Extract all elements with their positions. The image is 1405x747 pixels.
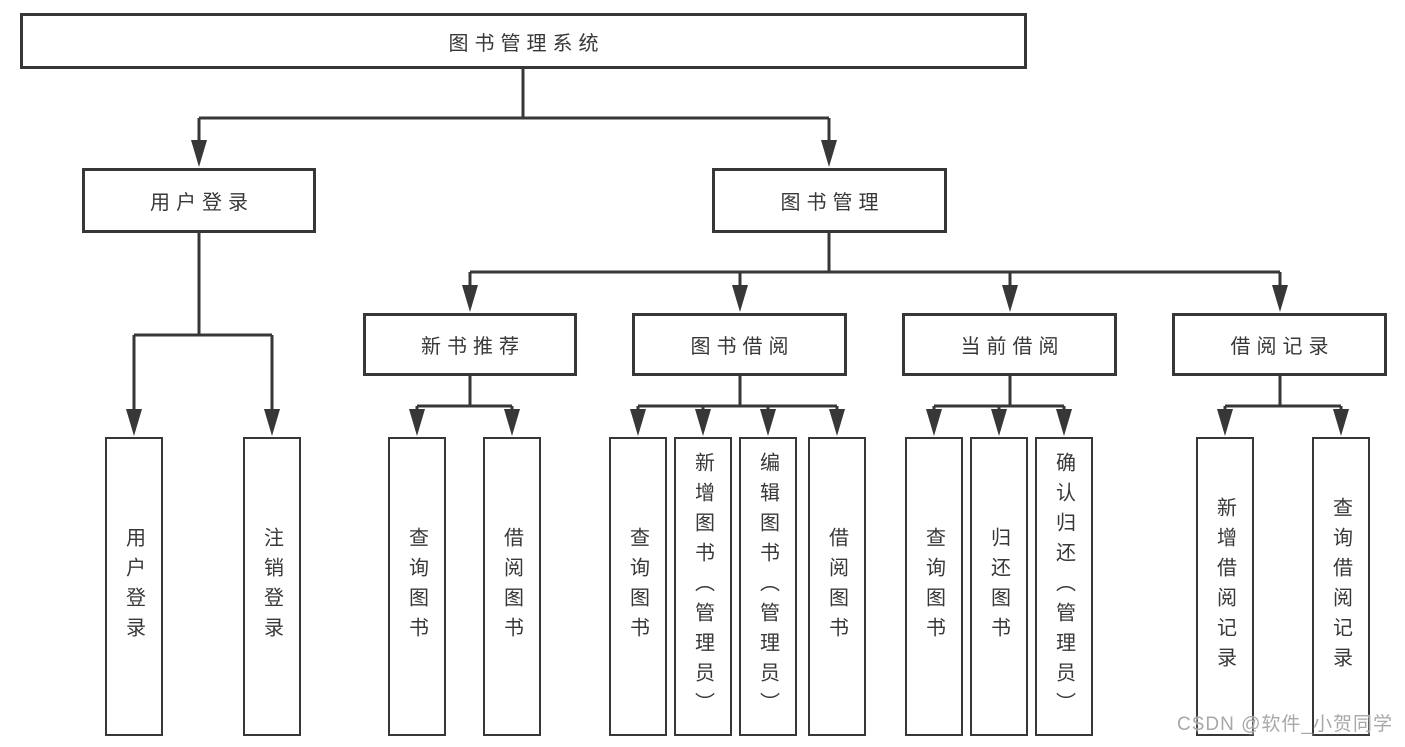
edge-line — [636, 376, 839, 411]
edge-line — [932, 376, 1066, 411]
node-query-books-current: 查询图书 — [905, 437, 963, 736]
edges-book-borrow-children — [630, 376, 845, 436]
arrowhead-icon — [1056, 409, 1072, 436]
watermark-text: CSDN @软件_小贺同学 — [1177, 714, 1393, 735]
node-query-borrow-record: 查询借阅记录 — [1312, 437, 1370, 736]
edge-line — [197, 69, 831, 141]
node-new-book-recommend: 新书推荐 — [363, 313, 577, 376]
edges-current-borrow-children — [926, 376, 1072, 436]
arrowhead-icon — [1002, 285, 1018, 312]
node-book-borrow: 图书借阅 — [632, 313, 847, 376]
arrowhead-icon — [504, 409, 520, 436]
edges-root-to-level2 — [191, 69, 837, 167]
node-current-borrow: 当前借阅 — [902, 313, 1117, 376]
node-return-book: 归还图书 — [970, 437, 1028, 736]
edge-line — [132, 233, 274, 411]
node-confirm-return-admin: 确认归还（管理员） — [1035, 437, 1093, 736]
node-book-management: 图书管理 — [712, 168, 947, 233]
arrowhead-icon — [630, 409, 646, 436]
arrowhead-icon — [760, 409, 776, 436]
node-edit-book-admin: 编辑图书（管理员） — [739, 437, 797, 736]
arrowhead-icon — [695, 409, 711, 436]
arrowhead-icon — [1272, 285, 1288, 312]
node-logout: 注销登录 — [243, 437, 301, 736]
node-add-borrow-record: 新增借阅记录 — [1196, 437, 1254, 736]
arrowhead-icon — [409, 409, 425, 436]
node-borrow-books-recommend: 借阅图书 — [483, 437, 541, 736]
edge-line — [468, 233, 1282, 287]
edges-book-management-children — [462, 233, 1288, 312]
node-root: 图书管理系统 — [20, 13, 1027, 69]
arrowhead-icon — [1333, 409, 1349, 436]
node-query-books-borrow: 查询图书 — [609, 437, 667, 736]
arrowhead-icon — [926, 409, 942, 436]
edge-line — [415, 376, 514, 411]
node-borrow-books-leaf: 借阅图书 — [808, 437, 866, 736]
edge-line — [1223, 376, 1343, 411]
arrowhead-icon — [191, 140, 207, 167]
arrowhead-icon — [991, 409, 1007, 436]
node-add-book-admin: 新增图书（管理员） — [674, 437, 732, 736]
edges-user-login-children — [126, 233, 280, 436]
node-query-books-recommend: 查询图书 — [388, 437, 446, 736]
arrowhead-icon — [732, 285, 748, 312]
node-user-login: 用户登录 — [82, 168, 316, 233]
arrowhead-icon — [821, 140, 837, 167]
arrowhead-icon — [1217, 409, 1233, 436]
arrowhead-icon — [126, 409, 142, 436]
arrowhead-icon — [264, 409, 280, 436]
edges-borrow-records-children — [1217, 376, 1349, 436]
arrowhead-icon — [829, 409, 845, 436]
node-user-login-leaf: 用户登录 — [105, 437, 163, 736]
edges-new-book-recommend-children — [409, 376, 520, 436]
arrowhead-icon — [462, 285, 478, 312]
node-borrow-records: 借阅记录 — [1172, 313, 1387, 376]
